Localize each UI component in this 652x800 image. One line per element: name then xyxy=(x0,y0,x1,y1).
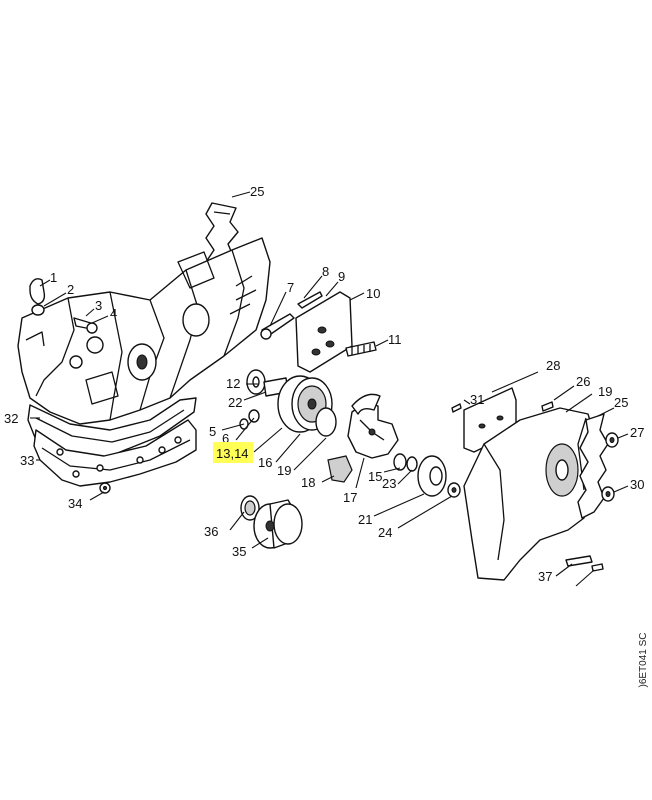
callout-3: 3 xyxy=(95,298,102,313)
callout-7: 7 xyxy=(287,280,294,295)
callout-32: 33 xyxy=(20,453,34,468)
callout-18: 18 xyxy=(301,475,315,490)
sheet-reference-code: )6ET041 SC xyxy=(638,632,649,687)
callout-36: 37 xyxy=(538,569,552,584)
callout-4: 4 xyxy=(110,306,117,321)
callout-26: 26 xyxy=(576,374,590,389)
callout-5: 5 xyxy=(209,424,216,439)
pin-part-29 xyxy=(451,403,462,413)
pin-part-36 xyxy=(565,555,593,567)
callout-15: 15 xyxy=(368,469,382,484)
screw-part-26 xyxy=(541,401,554,412)
callout-23: 24 xyxy=(378,525,392,540)
pulley-part-34 xyxy=(253,499,303,549)
stud-part-11 xyxy=(345,341,377,357)
callout-27: 27 xyxy=(630,425,644,440)
callout-28: 28 xyxy=(546,358,560,373)
cover-plate-part-10 xyxy=(295,291,353,373)
callout-19: 19 xyxy=(277,463,291,478)
callout-25-right: 25 xyxy=(614,395,628,410)
clutch-shoes-part-17 xyxy=(347,401,399,459)
callout-2: 2 xyxy=(67,282,74,297)
nut-part-23 xyxy=(447,482,461,498)
washer-part-12 xyxy=(246,369,266,395)
screw-part-33 xyxy=(99,482,111,494)
callout-30: 30 xyxy=(630,477,644,492)
clutch-shoe-part-18 xyxy=(327,455,353,483)
callout-labels: 25 1 2 3 4 7 8 9 10 11 12 22 5 6 13,14 1… xyxy=(4,184,644,584)
callout-13-14-highlight xyxy=(213,442,253,463)
flange-disc-part-20 xyxy=(417,455,447,497)
callout-20: 21 xyxy=(358,512,372,527)
bearing-part-35 xyxy=(240,495,260,521)
callout-11: 11 xyxy=(388,332,402,347)
callout-9: 9 xyxy=(338,269,345,284)
plug-part-2 xyxy=(31,304,45,316)
sleeve-part-15-22 xyxy=(393,453,418,472)
callout-1: 1 xyxy=(50,270,57,285)
belt-cover-part-24 xyxy=(463,407,597,581)
callout-6: 6 xyxy=(222,431,229,446)
callout-35: 36 xyxy=(204,524,218,539)
callout-17: 17 xyxy=(343,490,357,505)
callout-25-upper: 25 xyxy=(250,184,264,199)
clutch-carrier xyxy=(351,393,381,415)
hose-part-1 xyxy=(29,278,46,305)
callout-21: 22 xyxy=(228,395,242,410)
nut-part-27 xyxy=(601,432,619,502)
callout-29: 31 xyxy=(470,392,484,407)
callout-24: 19 xyxy=(598,384,612,399)
oil-pan-assembly xyxy=(27,397,197,487)
pin-part-37 xyxy=(591,563,604,572)
callout-33: 34 xyxy=(68,496,82,511)
callout-8: 8 xyxy=(322,264,329,279)
callout-31: 32 xyxy=(4,411,18,426)
crankcase-housing xyxy=(17,237,271,425)
disc-part-19 xyxy=(315,407,337,437)
washer-part-6 xyxy=(248,409,260,423)
callout-10: 10 xyxy=(366,286,380,301)
callout-34: 35 xyxy=(232,544,246,559)
callout-12: 12 xyxy=(226,376,240,391)
callout-16: 16 xyxy=(258,455,272,470)
leader-lines xyxy=(30,191,629,587)
bolt-part-7-8 xyxy=(260,291,323,340)
bolt-part-3-4 xyxy=(73,317,98,334)
callout-22: 23 xyxy=(382,476,396,491)
callout-13-14: 13,14 xyxy=(216,446,249,461)
